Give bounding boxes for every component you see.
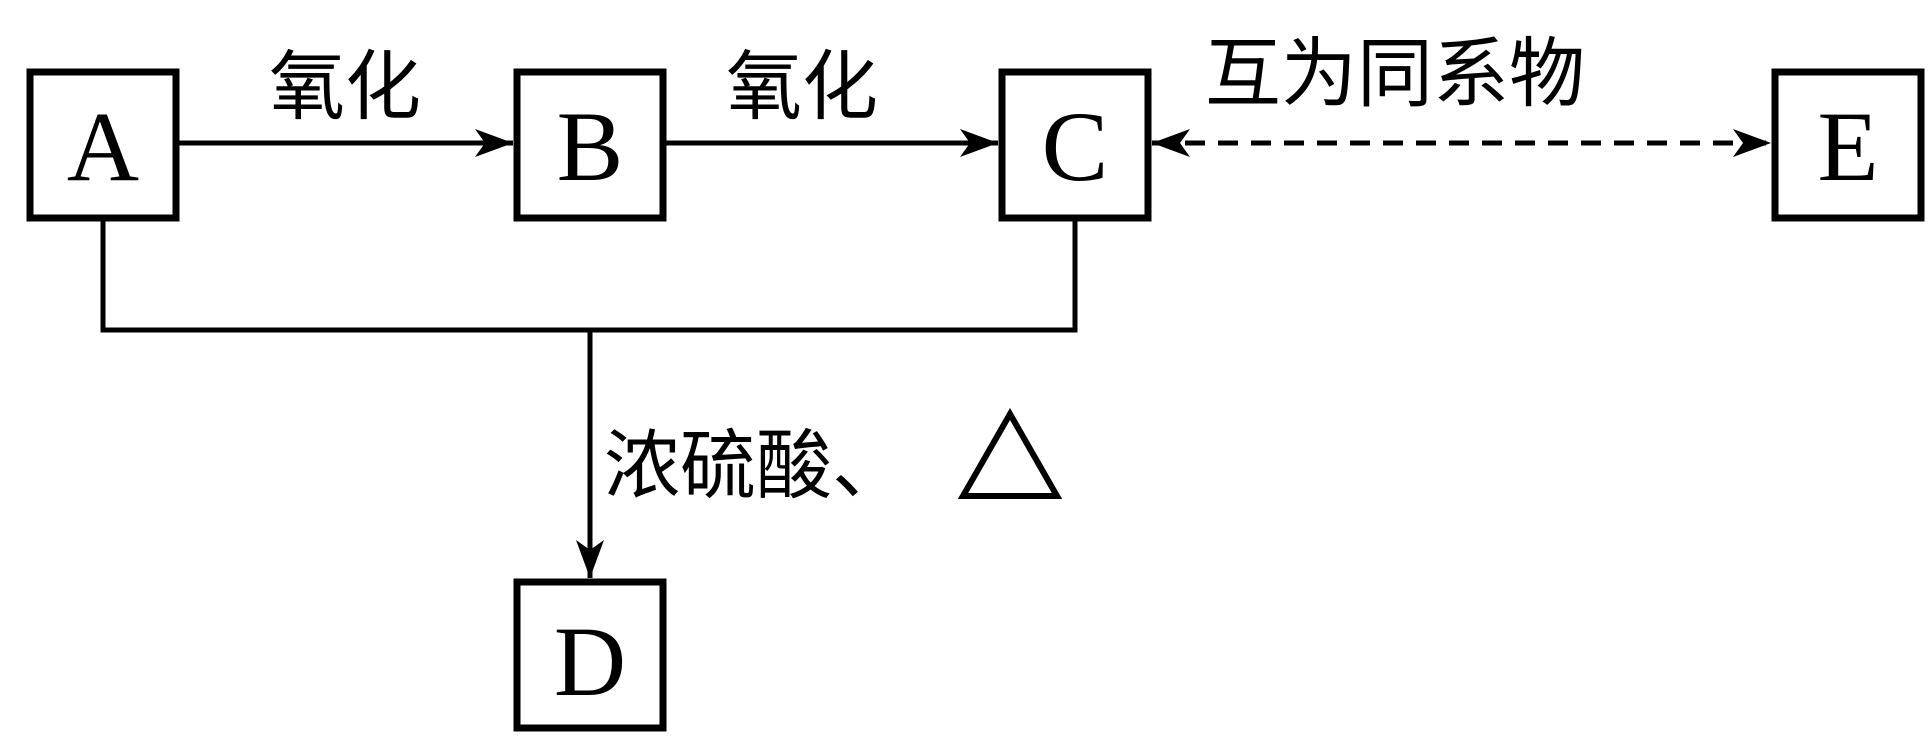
node-d: D bbox=[513, 578, 667, 732]
edge-label-a-to-b: 氧化 bbox=[269, 42, 421, 131]
node-e: E bbox=[1771, 68, 1925, 222]
heat-triangle-icon bbox=[957, 407, 1063, 499]
node-b-label: B bbox=[557, 91, 624, 202]
node-a: A bbox=[26, 68, 180, 222]
node-c-label: C bbox=[1042, 91, 1109, 202]
connector-a-c bbox=[100, 218, 1078, 333]
edge-label-b-to-c: 氧化 bbox=[726, 42, 878, 131]
node-b: B bbox=[513, 68, 667, 222]
node-c: C bbox=[998, 68, 1152, 222]
edge-label-c-to-e: 互为同系物 bbox=[1205, 29, 1585, 118]
node-a-label: A bbox=[67, 91, 139, 202]
edge-label-to-d: 浓硫酸、 bbox=[604, 421, 908, 510]
node-e-label: E bbox=[1817, 91, 1878, 202]
node-d-label: D bbox=[554, 606, 626, 717]
